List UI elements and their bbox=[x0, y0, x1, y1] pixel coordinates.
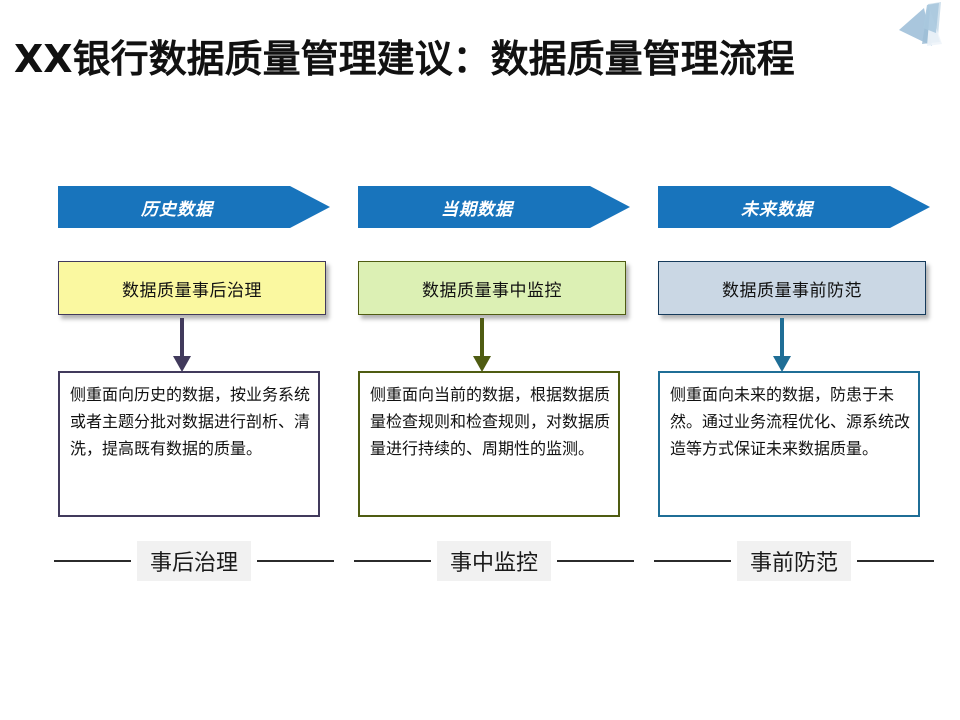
down-arrow-icon bbox=[170, 318, 194, 374]
stage-box-post-governance: 数据质量事后治理 bbox=[58, 261, 326, 315]
description-text: 侧重面向当前的数据，根据数据质量检查规则和检查规则，对数据质量进行持续的、周期性… bbox=[370, 385, 611, 458]
footer-chip: 事中监控 bbox=[437, 541, 552, 581]
down-arrow-icon bbox=[470, 318, 494, 374]
banner-history: 历史数据 bbox=[58, 186, 330, 228]
banner-current: 当期数据 bbox=[358, 186, 630, 228]
rule-left bbox=[654, 560, 731, 562]
column-future: 未来数据 数据质量事前防范 侧重面向未来的数据，防患于未然。通过业务流程优化、源… bbox=[654, 0, 935, 720]
description-box-future: 侧重面向未来的数据，防患于未然。通过业务流程优化、源系统改造等方式保证未来数据质… bbox=[658, 371, 920, 517]
rule-right bbox=[557, 560, 635, 562]
description-box-history: 侧重面向历史的数据，按业务系统或者主题分批对数据进行剖析、清洗，提高既有数据的质… bbox=[58, 371, 320, 517]
banner-label: 历史数据 bbox=[141, 199, 213, 220]
footer-chip: 事前防范 bbox=[737, 541, 852, 581]
footer-label-pre-prevention: 事前防范 bbox=[654, 541, 935, 581]
rule-left bbox=[354, 560, 431, 562]
banner-label: 未来数据 bbox=[741, 199, 813, 220]
column-current: 当期数据 数据质量事中监控 侧重面向当前的数据，根据数据质量检查规则和检查规则，… bbox=[354, 0, 635, 720]
stage-box-label: 数据质量事后治理 bbox=[122, 280, 262, 301]
triangle-ribbon-decoration-icon bbox=[894, 0, 954, 52]
column-history: 历史数据 数据质量事后治理 侧重面向历史的数据，按业务系统或者主题分批对数据进行… bbox=[54, 0, 335, 720]
down-arrow-icon bbox=[770, 318, 794, 374]
banner-future: 未来数据 bbox=[658, 186, 930, 228]
footer-label-in-process-monitoring: 事中监控 bbox=[354, 541, 635, 581]
stage-box-pre-prevention: 数据质量事前防范 bbox=[658, 261, 926, 315]
footer-chip: 事后治理 bbox=[137, 541, 252, 581]
description-text: 侧重面向未来的数据，防患于未然。通过业务流程优化、源系统改造等方式保证未来数据质… bbox=[670, 385, 911, 458]
rule-right bbox=[857, 560, 935, 562]
stage-box-in-process-monitoring: 数据质量事中监控 bbox=[358, 261, 626, 315]
rule-right bbox=[257, 560, 335, 562]
description-box-current: 侧重面向当前的数据，根据数据质量检查规则和检查规则，对数据质量进行持续的、周期性… bbox=[358, 371, 620, 517]
description-text: 侧重面向历史的数据，按业务系统或者主题分批对数据进行剖析、清洗，提高既有数据的质… bbox=[70, 385, 311, 458]
stage-box-label: 数据质量事前防范 bbox=[722, 280, 862, 301]
page-title: XX银行数据质量管理建议：数据质量管理流程 bbox=[14, 37, 795, 81]
footer-label-post-governance: 事后治理 bbox=[54, 541, 335, 581]
rule-left bbox=[54, 560, 131, 562]
stage-box-label: 数据质量事中监控 bbox=[422, 280, 562, 301]
banner-label: 当期数据 bbox=[441, 199, 513, 220]
